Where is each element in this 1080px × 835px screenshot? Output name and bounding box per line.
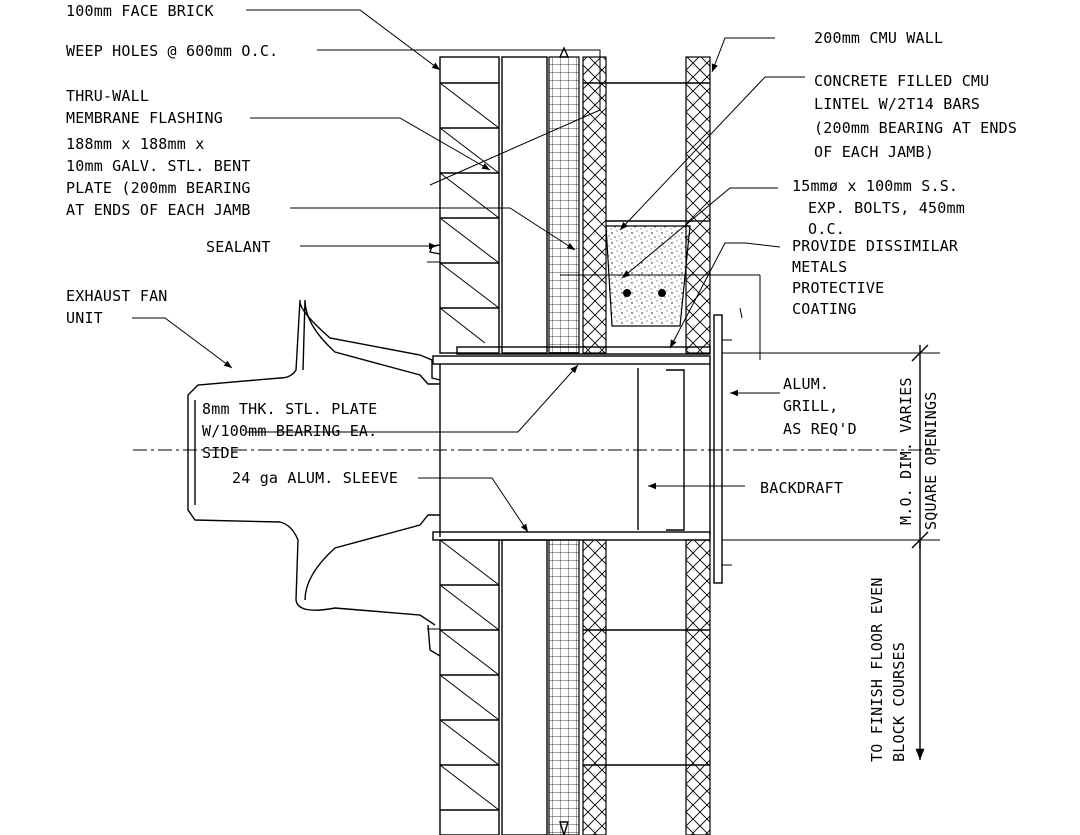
label-bent-plate-2: 10mm GALV. STL. BENT (66, 157, 251, 175)
label-sleeve: 24 ga ALUM. SLEEVE (232, 469, 399, 487)
label-coating-1: PROVIDE DISSIMILAR (792, 237, 959, 255)
label-bolts-2: EXP. BOLTS, 450mm (808, 199, 965, 217)
concrete-lintel (560, 225, 760, 327)
insulation (548, 46, 580, 835)
leader-lines (132, 9, 805, 533)
label-bolts-1: 15mmø x 100mm S.S. (792, 177, 959, 195)
label-floor-2: BLOCK COURSES (890, 642, 908, 762)
label-grill-3: AS REQ'D (783, 420, 857, 438)
air-cavity (501, 56, 548, 835)
label-bolts-3: O.C. (808, 220, 845, 238)
label-fan-2: UNIT (66, 309, 103, 327)
dimension-lines (722, 275, 940, 760)
label-cmu-wall: 200mm CMU WALL (814, 29, 944, 47)
aluminum-grill (713, 314, 732, 584)
steel-bent-plate (432, 346, 711, 541)
label-sealant: SEALANT (206, 238, 271, 256)
label-face-brick: 100mm FACE BRICK (66, 2, 214, 20)
label-grill-2: GRILL, (783, 397, 839, 415)
label-coating-4: COATING (792, 300, 857, 318)
label-bent-plate-4: AT ENDS OF EACH JAMB (66, 201, 251, 219)
label-lintel-4: OF EACH JAMB) (814, 143, 934, 161)
label-bent-plate-3: PLATE (200mm BEARING (66, 179, 251, 197)
label-fan-1: EXHAUST FAN (66, 287, 168, 305)
face-brick-lower (439, 539, 500, 835)
label-lintel-3: (200mm BEARING AT ENDS (814, 119, 1018, 137)
label-flashing-1: THRU-WALL (66, 87, 150, 105)
label-backdraft: BACKDRAFT (760, 479, 844, 497)
label-grill-1: ALUM. (783, 375, 830, 393)
label-mo-dim-1: M.O. DIM. VARIES (897, 377, 915, 525)
backdraft-damper (637, 364, 711, 535)
label-weep-holes: WEEP HOLES @ 600mm O.C. (66, 42, 279, 60)
label-steel-plate-2: W/100mm BEARING EA. (202, 422, 378, 440)
label-coating-3: PROTECTIVE (792, 279, 885, 297)
label-flashing-2: MEMBRANE FLASHING (66, 109, 223, 127)
label-bent-plate-1: 188mm x 188mm x (66, 135, 205, 153)
label-lintel-2: LINTEL W/2T14 BARS (814, 95, 981, 113)
label-floor-1: TO FINISH FLOOR EVEN (868, 577, 886, 762)
label-mo-dim-2: SQUARE OPENINGS (922, 391, 940, 530)
face-brick-upper (439, 56, 500, 354)
label-steel-plate-1: 8mm THK. STL. PLATE (202, 400, 378, 418)
label-steel-plate-3: SIDE (202, 444, 239, 462)
label-coating-2: METALS (792, 258, 848, 276)
cmu-wall (582, 56, 711, 835)
label-lintel-1: CONCRETE FILLED CMU (814, 72, 990, 90)
